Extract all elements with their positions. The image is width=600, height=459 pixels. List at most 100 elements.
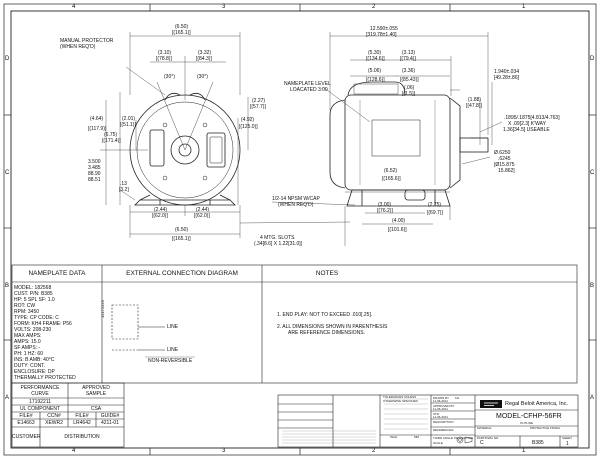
dim-78-8: [(78.8)] — [156, 56, 172, 62]
dim-2-44-left: (2.44) — [154, 207, 168, 213]
keyway-depth: X .09[2.3] K'WAY — [508, 121, 546, 127]
drawn-date: 11-06-2011 — [433, 399, 448, 403]
zone-col-3: 3 — [222, 4, 226, 10]
dim-6-50-bottom: (6.50) — [175, 227, 189, 233]
customer-label: CUSTOMER — [12, 434, 41, 440]
dim-6-75: (6.75) — [104, 132, 118, 138]
nameplate-line: AMPS: 15.0 — [14, 339, 41, 345]
nameplate-line: HP: 5 SPL SF: 1.0 — [14, 297, 55, 303]
dim-3-485: 3.485 — [88, 165, 101, 171]
description-label: DESCRIPTION — [433, 420, 454, 424]
nameplate-line: THERMALLY PROTECTED — [14, 375, 76, 381]
dim-85-43: [(85.43)] — [400, 77, 419, 83]
side-dimension-lines — [239, 32, 503, 246]
dim-3-00: (3.00) — [378, 202, 392, 208]
zone-col-2: 2 — [372, 4, 376, 10]
zone-row-b-right: B — [590, 283, 595, 289]
mm-label: MM — [414, 435, 419, 439]
nameplate-location: LOACATED 3:00 — [290, 87, 328, 93]
dim-101-6: [(101.6)] — [388, 227, 407, 233]
dim-117-9: [(117.9)] — [88, 126, 107, 132]
revision-letter: C — [480, 440, 484, 446]
sheet-label: SHEET — [562, 436, 573, 440]
dim-5-06: (5.06) — [368, 68, 382, 74]
std-date: 11-06-2011 — [433, 415, 448, 419]
zone-col-1-bottom: 1 — [522, 448, 526, 454]
otherwise-label: OTHERWISE SPECIFIED — [383, 399, 418, 403]
zone-row-c: C — [5, 170, 10, 176]
nameplate-line: ENCLOSURE: DP — [14, 369, 55, 375]
zone-col-4-bottom: 4 — [72, 448, 76, 454]
zone-row-d: D — [5, 56, 10, 62]
performance-label: PERFORMANCE — [20, 385, 60, 391]
dim-4-92: (4.92) — [241, 117, 255, 123]
note-2-cont: ARE REFERENCE DIMENSIONS. — [288, 330, 365, 336]
dim-79-4: [(79.4)] — [400, 56, 416, 62]
keyway-size: .1895/.1875[4.813/4.763] — [504, 115, 560, 121]
note-2: 2. ALL DIMENSIONS SHOWN IN PARENTHESIS — [277, 324, 388, 330]
dim-6-52: (6.52) — [384, 168, 398, 174]
company-name: Regal Beloit America, Inc. — [505, 401, 568, 407]
dim-2-75: (2.75) — [428, 202, 442, 208]
dim-125-0: [(125.0)] — [239, 124, 258, 130]
dim-2-44-right: (2.44) — [196, 207, 210, 213]
guide-header: GUIDE# — [100, 413, 120, 419]
zone-row-a: A — [5, 395, 10, 401]
sample-label: SAMPLE — [85, 391, 107, 397]
connection-header: EXTERNAL CONNECTION DIAGRAM — [126, 270, 238, 277]
dim-4-00: (4.00) — [392, 218, 406, 224]
ccn-value: XEWR2 — [45, 420, 63, 426]
mtg-slots-size: (.34[8.6] X 1.22[31.0]) — [254, 241, 303, 247]
shaft-dia-min: .6245 — [498, 156, 511, 162]
tolerances-label: TOLERANCES UNLESS — [383, 395, 417, 399]
curve-label: CURVE — [31, 391, 49, 397]
zone-row-d-right: D — [590, 56, 595, 62]
scale-label: SCALE — [433, 441, 443, 445]
nameplate-line: MODEL: 182568 — [14, 285, 52, 291]
regal-logo-mark — [480, 400, 502, 408]
nameplate-line: ROT: CW — [14, 303, 36, 309]
dim-1-940: 1.940±.034 — [494, 69, 519, 75]
dim-165-1-bottom: [(165.1)] — [172, 236, 191, 242]
zone-col-3-bottom: 3 — [222, 448, 226, 454]
non-reversible-label: NON-REVERSIBLE — [148, 358, 193, 364]
dim-88-51: 88.51 — [88, 177, 101, 183]
nameplate-line: INS: B AMB: 40°C — [14, 357, 55, 363]
dim-134-6: [(134.6)] — [366, 56, 385, 62]
distribution-label: DISTRIBUTION — [64, 434, 100, 440]
connection-schematic — [111, 304, 195, 358]
dim-165-6: [(165.6)] — [382, 176, 401, 182]
dim-165-1-top: [(165.1)] — [172, 30, 191, 36]
dim-1-88: (1.88) — [468, 97, 482, 103]
ul-component-label: UL COMPONENT — [19, 406, 61, 412]
nameplate-level-label: NAMEPLATE LEVEL — [284, 81, 331, 87]
zone-row-a-right: A — [590, 395, 595, 401]
references-label: REFERENCES — [433, 428, 454, 432]
dim-2-27: (2.27) — [252, 98, 266, 104]
dim-319-78: [319.78±1.40] — [366, 32, 397, 38]
dim-6-50-top: (6.50) — [175, 24, 189, 30]
nameplate-line: DUTY: CONT. — [14, 363, 46, 369]
nameplate-line: TYPE: CP CODE: C — [14, 315, 59, 321]
angle-30-left: (30°) — [164, 74, 175, 80]
manual-protector-when: (WHEN REQ'D) — [60, 44, 96, 50]
csa-label: CSA — [90, 406, 102, 412]
inch-label: INCH — [390, 435, 398, 439]
csa-file-header: FILE# — [75, 413, 89, 419]
curve-number: 17192211 — [29, 399, 51, 405]
dim-0-06: (.06) — [404, 85, 415, 91]
front-dimension-lines — [100, 32, 249, 238]
finish-label: PROTECTIVE FINISH — [530, 426, 560, 430]
dim-3-13: (3.13) — [402, 50, 416, 56]
angle-30-right: (30°) — [197, 74, 208, 80]
nameplate-line: SF AMPS: - — [14, 345, 41, 351]
drawing-title: MODEL-CFHP-56FR — [496, 413, 562, 420]
dim-4-64: (4.64) — [90, 116, 104, 122]
zone-row-b: B — [5, 283, 10, 289]
nameplate-line: CUST. P/N: B385 — [14, 291, 53, 297]
nameplate-line: MAX AMPS: — [14, 333, 42, 339]
csa-file-value: LR4642 — [73, 420, 91, 426]
approved-date: 11-06-2011 — [433, 407, 448, 411]
dim-128-6: [(128.6)] — [366, 77, 385, 83]
